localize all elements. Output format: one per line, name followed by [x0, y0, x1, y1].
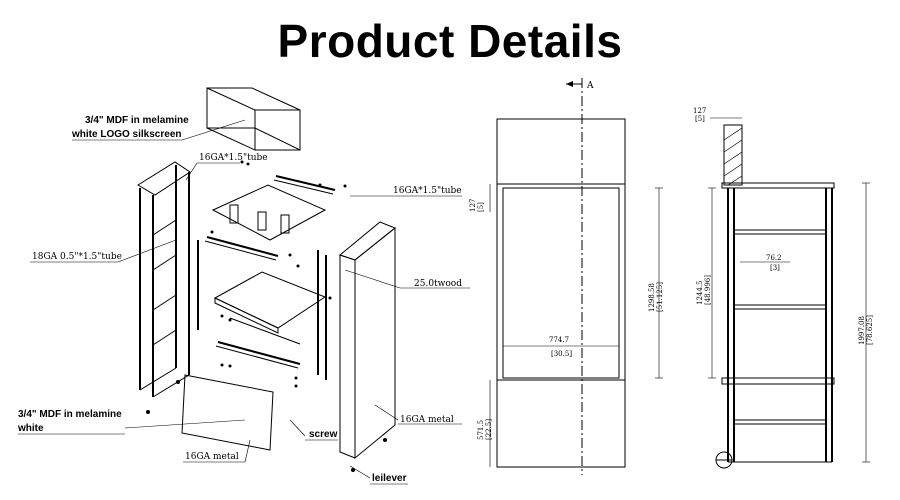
label-tube-top: 16GA*1.5"tube: [199, 153, 268, 163]
label-mdf-bottom-1: 3/4" MDF in melamine: [18, 409, 122, 420]
dim-width: 774.7: [549, 336, 569, 344]
dim-shelf-gap-in: [3]: [770, 264, 780, 272]
label-mdf-bottom-2: white: [17, 423, 44, 434]
dim-shelf-gap: 76.2: [766, 254, 782, 262]
dim-front-top: 127: [469, 199, 477, 212]
front-view: A 127 [5] 1298.58 [51.125] 774.7 [30.5] …: [469, 78, 664, 475]
label-metal-bottom: 16GA metal: [185, 452, 239, 462]
label-leveler: leilever: [372, 473, 407, 484]
label-tube-right: 16GA*1.5"tube: [393, 186, 462, 196]
section-marker: A: [586, 81, 594, 91]
wood-shelf: [213, 271, 327, 345]
dim-shelf-height: 1244.5: [696, 281, 704, 306]
left-ladder-frame: [137, 161, 191, 398]
dim-shelf-height-in: [48.996]: [704, 275, 712, 305]
label-tube-left: 18GA 0.5"*1.5"tube: [32, 252, 122, 262]
label-mdf-top-1: 3/4" MDF in melamine: [85, 115, 189, 126]
exploded-view: 3/4" MDF in melamine white LOGO silkscre…: [17, 87, 470, 485]
dim-side-top: 127: [693, 107, 706, 115]
top-plate: [211, 184, 327, 241]
dim-window-height: 1298.58: [648, 283, 656, 312]
dim-width-in: [30.5]: [551, 350, 572, 358]
dim-total-height-in: [78.625]: [866, 315, 874, 345]
dim-front-bottom: 571.5: [477, 420, 485, 440]
right-side-panel: [338, 221, 396, 460]
dim-front-top-in: [5]: [477, 202, 485, 212]
label-metal-right: 16GA metal: [400, 415, 454, 425]
dim-total-height: 1997.08: [858, 316, 866, 345]
dim-side-top-in: [5]: [695, 115, 705, 123]
side-view: 127 [5] 1244.5 [48.996] 76.2 [3]: [693, 107, 874, 469]
header-panel: [206, 87, 301, 151]
bottom-panel: [181, 374, 274, 451]
dim-window-height-in: [51.125]: [656, 282, 664, 312]
label-wood: 25.0twood: [414, 279, 462, 289]
label-mdf-top-2: white LOGO silkscreen: [71, 129, 181, 140]
dim-front-bottom-in: [22.5]: [485, 419, 493, 440]
screw-dots: [146, 160, 387, 472]
page-title: Product Details: [277, 15, 623, 67]
label-screw: screw: [309, 429, 338, 440]
